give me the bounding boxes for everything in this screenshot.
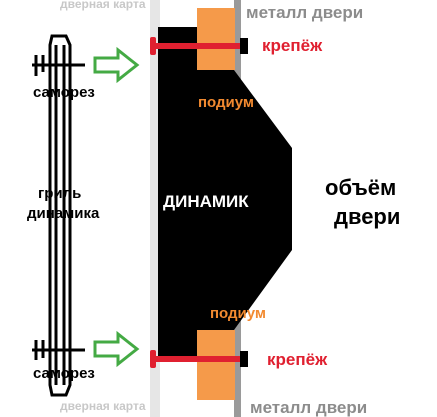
screw-top: [32, 55, 85, 76]
fastener-label-top: крепёж: [262, 36, 323, 55]
podium-bottom: [197, 330, 235, 400]
podium-top: [197, 8, 235, 70]
fastener-label-bottom: крепёж: [267, 350, 328, 369]
fastener-top: [150, 37, 248, 55]
grille-label-line2: динамика: [27, 205, 100, 222]
speaker-label: ДИНАМИК: [163, 192, 249, 211]
door-metal-label-bottom: металл двери: [250, 398, 368, 417]
grille-label-line1: гриль: [38, 185, 82, 202]
screw-label-top: саморез: [33, 84, 95, 101]
screw-label-bottom: саморез: [33, 365, 95, 382]
arrow-top: [93, 46, 140, 84]
speaker-body: [158, 27, 292, 360]
door-volume-label-line2: двери: [334, 204, 401, 229]
door-card-label-top: дверная карта: [60, 0, 146, 11]
door-card-strip: [150, 0, 160, 417]
door-metal-label-top: металл двери: [246, 3, 364, 22]
podium-label-bottom: подиум: [210, 305, 267, 322]
screw-bottom: [32, 340, 85, 360]
arrow-bottom: [93, 330, 140, 368]
door-volume-label-line1: объём: [325, 175, 397, 200]
door-card-label-bottom: дверная карта: [60, 399, 146, 413]
fastener-bottom: [150, 350, 248, 368]
podium-label-top: подиум: [198, 94, 255, 111]
